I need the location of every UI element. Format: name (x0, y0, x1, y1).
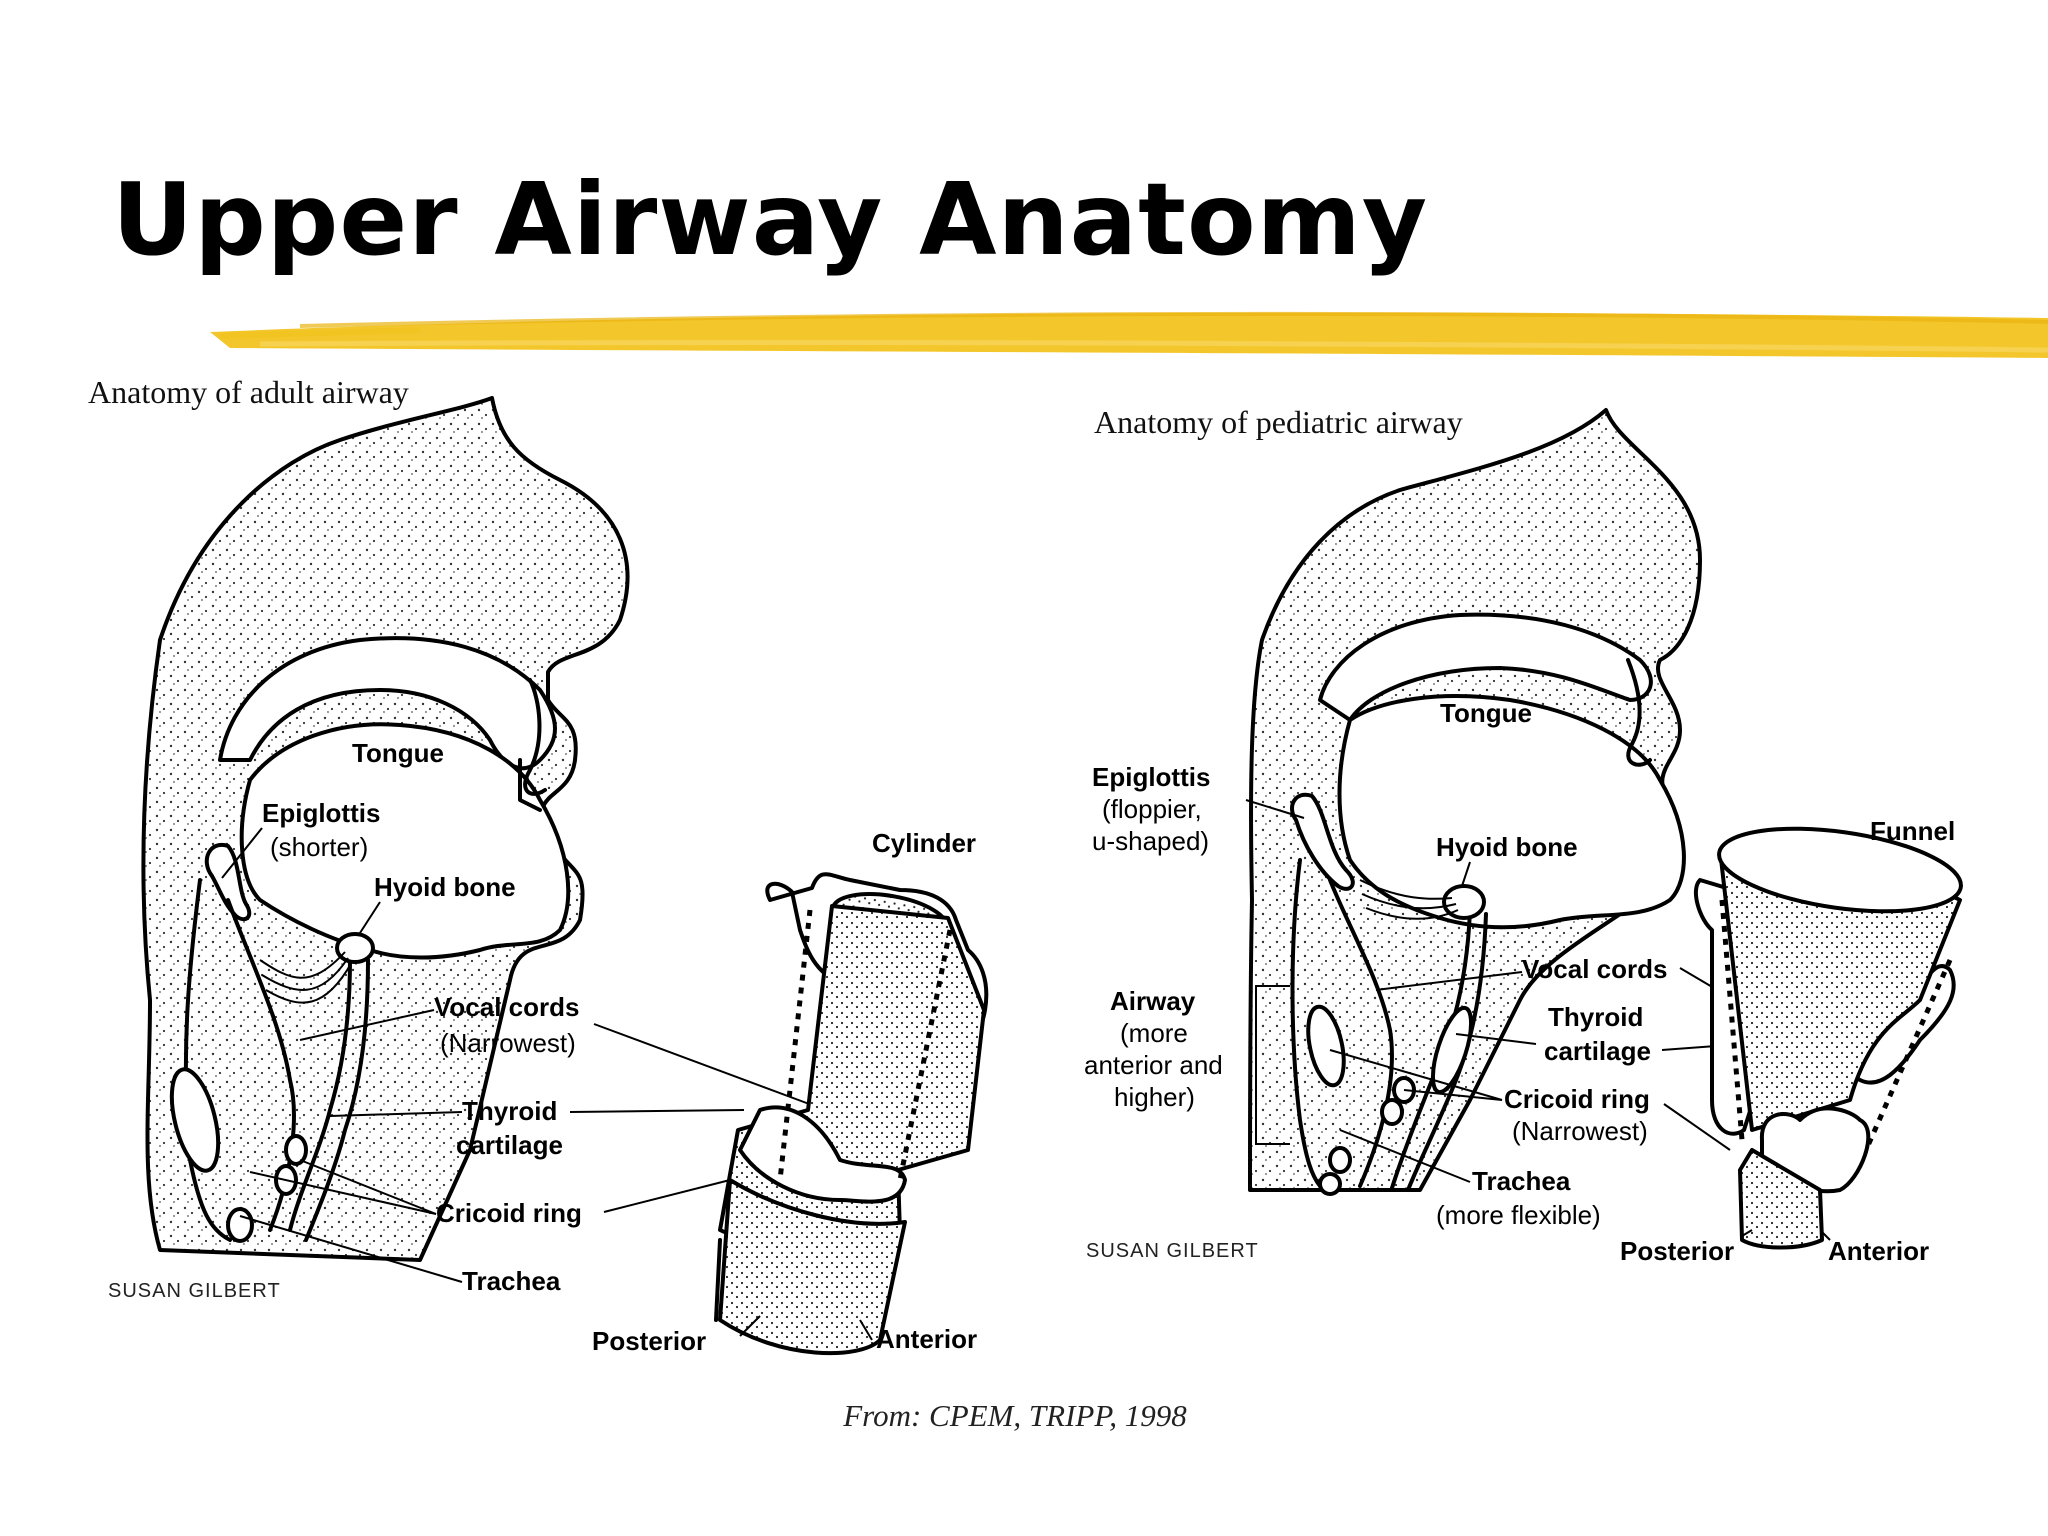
title-underline-stripe (210, 311, 2048, 358)
pediatric-sagittal-drawing (1248, 408, 1702, 1196)
pediatric-anterior-leader (1821, 1231, 1831, 1241)
adult-label-epiglottis: Epiglottis (262, 798, 380, 828)
adult-caption: Anatomy of adult airway (88, 374, 409, 410)
adult-label-tongue: Tongue (352, 738, 444, 768)
pediatric-label-anterior: Anterior (1828, 1236, 1929, 1266)
pediatric-label-hyoid: Hyoid bone (1436, 832, 1578, 862)
pediatric-label-posterior: Posterior (1620, 1236, 1734, 1266)
adult-credit: SUSAN GILBERT (108, 1280, 281, 1302)
adult-label-thyroid-1: Thyroid (462, 1096, 557, 1126)
pediatric-label-airway-note-1: (more (1120, 1018, 1188, 1048)
pediatric-label-cricoid: Cricoid ring (1504, 1084, 1650, 1114)
adult-label-epiglottis-note: (shorter) (270, 832, 368, 862)
pediatric-posterior-leader (1741, 1229, 1753, 1237)
pediatric-caption: Anatomy of pediatric airway (1094, 404, 1463, 440)
pediatric-label-cricoid-note: (Narrowest) (1512, 1116, 1648, 1146)
pediatric-label-thyroid-2: cartilage (1544, 1036, 1651, 1066)
slide-title: Upper Airway Anatomy (112, 161, 1429, 278)
pediatric-label-vocal-cords: Vocal cords (1522, 954, 1667, 984)
adult-posterior-leader (739, 1315, 761, 1337)
pediatric-funnel-drawing (1693, 826, 1963, 1250)
pediatric-label-tongue: Tongue (1440, 698, 1532, 728)
adult-leader-lines (221, 827, 821, 1283)
adult-anterior-leader (859, 1319, 873, 1341)
pediatric-label-trachea: Trachea (1472, 1166, 1571, 1196)
pediatric-credit: SUSAN GILBERT (1086, 1240, 1259, 1262)
adult-label-hyoid: Hyoid bone (374, 872, 516, 902)
source-citation: From: CPEM, TRIPP, 1998 (843, 1398, 1187, 1433)
adult-label-anterior: Anterior (876, 1324, 977, 1354)
adult-label-cricoid: Cricoid ring (436, 1198, 582, 1228)
adult-label-cylinder: Cylinder (872, 828, 976, 858)
pediatric-label-funnel: Funnel (1870, 816, 1955, 846)
adult-cylinder-drawing (714, 872, 989, 1356)
pediatric-label-airway-note-2: anterior and (1084, 1050, 1223, 1080)
pediatric-label-epiglottis-note-1: (floppier, (1102, 794, 1202, 824)
pediatric-label-trachea-note: (more flexible) (1436, 1200, 1601, 1230)
adult-label-trachea: Trachea (462, 1266, 561, 1296)
adult-label-vocal-cords: Vocal cords (434, 992, 579, 1022)
adult-sagittal-drawing (141, 396, 630, 1262)
pediatric-label-epiglottis: Epiglottis (1092, 762, 1210, 792)
pediatric-label-airway-note-3: higher) (1114, 1082, 1195, 1112)
adult-label-thyroid-2: cartilage (456, 1130, 563, 1160)
pediatric-label-epiglottis-note-2: u-shaped) (1092, 826, 1209, 856)
adult-label-vocal-cords-note: (Narrowest) (440, 1028, 576, 1058)
pediatric-label-thyroid-1: Thyroid (1548, 1002, 1643, 1032)
adult-label-posterior: Posterior (592, 1326, 706, 1356)
pediatric-label-airway: Airway (1110, 986, 1196, 1016)
